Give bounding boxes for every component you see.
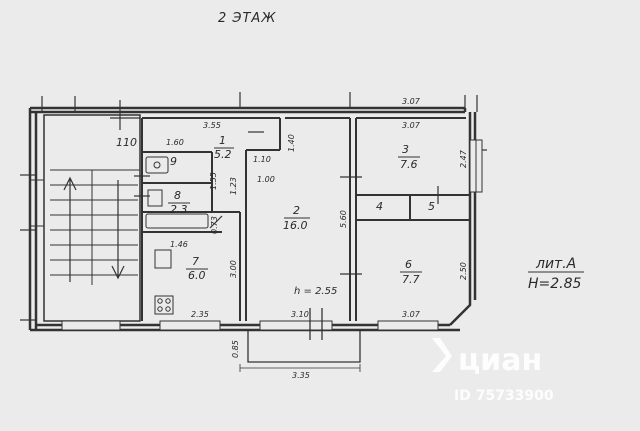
room-6-area: 7.7 — [402, 273, 420, 286]
liter-height: H=2.85 — [528, 276, 582, 292]
dim-living-bottom: 3.10 — [291, 310, 309, 319]
bathtub-icon — [145, 213, 209, 229]
dim-hall-left: 1.60 — [166, 138, 184, 147]
room-3-area: 7.6 — [400, 158, 418, 171]
kitchen-sink-icon — [154, 249, 172, 269]
dim-balcony-d: 0.85 — [231, 340, 240, 358]
balcony-dimension-line — [239, 364, 361, 372]
watermark-brand: циан — [458, 343, 542, 378]
stair-label: 110 — [116, 136, 137, 149]
room-8-area: 2.3 — [170, 203, 188, 216]
windows — [159, 139, 483, 331]
dim-hall-h: 1.23 — [229, 177, 238, 195]
cian-watermark: циан ID 75733900 — [432, 338, 554, 404]
room-1-number: 1 — [219, 134, 226, 147]
ceiling-height: h = 2.55 — [294, 286, 337, 297]
room-1-area: 5.2 — [214, 148, 232, 161]
room-7-area: 6.0 — [188, 269, 206, 282]
dim-bath-h: 1.55 — [209, 172, 218, 190]
floor-title: 2 ЭТАЖ — [218, 11, 276, 26]
watermark-id: ID 75733900 — [454, 388, 554, 404]
room-5-number: 5 — [428, 200, 435, 213]
room-labels: 1 5.2 2 16.0 3 7.6 4 5 6 7.7 7 6.0 8 2.3… — [168, 134, 435, 286]
dim-top-right: 3.07 — [402, 97, 421, 106]
liter-label: лит.А — [535, 256, 576, 272]
sink-icon — [145, 156, 169, 174]
room-6-number: 6 — [405, 258, 412, 271]
stair-arrow-up-icon — [63, 176, 77, 282]
dim-door-w: 1.10 — [253, 155, 271, 164]
room-4-number: 4 — [376, 200, 383, 213]
balcony — [247, 308, 361, 363]
dim-balcony-w: 3.35 — [292, 371, 310, 380]
dim-top-mid: 3.55 — [203, 121, 221, 130]
room-2-number: 2 — [293, 204, 300, 217]
dim-room6-h: 2.50 — [459, 262, 468, 280]
staircase — [30, 114, 141, 331]
dim-hall-v: 1.40 — [287, 134, 296, 152]
room-7-number: 7 — [192, 255, 199, 268]
dim-living-h: 5.60 — [339, 210, 348, 228]
dimension-labels: 3.07 3.07 3.55 1.60 1.40 1.10 1.00 1.55 … — [166, 97, 468, 380]
dim-door-w2: 1.00 — [257, 175, 275, 184]
room-2-area: 16.0 — [283, 219, 308, 232]
dim-kitchen-w: 1.46 — [170, 240, 188, 249]
stove-icon — [154, 295, 174, 315]
dim-wc-w: 0.73 — [210, 216, 219, 234]
dim-room6-bottom: 3.07 — [402, 310, 421, 319]
door-marks — [134, 131, 439, 275]
cian-logo-icon — [432, 338, 452, 372]
room-3-number: 3 — [402, 143, 409, 156]
toilet-icon — [147, 189, 163, 207]
room-9-number: 9 — [170, 155, 177, 168]
interior-walls — [141, 117, 470, 321]
dim-room3-top: 3.07 — [402, 121, 421, 130]
stair-arrow-down-icon — [111, 180, 125, 280]
dim-kitchen-bottom: 2.35 — [191, 310, 209, 319]
room-8-number: 8 — [174, 189, 181, 202]
dim-kitchen-h: 3.00 — [229, 260, 238, 278]
dim-room3-h: 2.47 — [459, 149, 468, 168]
fixtures — [145, 156, 209, 315]
